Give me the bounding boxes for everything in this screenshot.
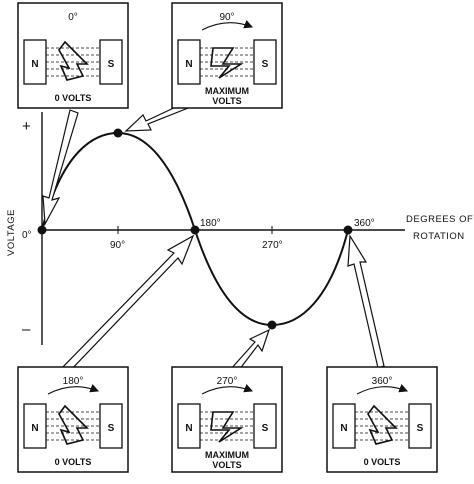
panel-angle-label: 270° — [217, 376, 238, 387]
point-90 — [113, 128, 123, 138]
south-label: S — [262, 423, 269, 434]
pointer-arrow-360 — [347, 234, 385, 369]
armature-coil-icon — [58, 40, 89, 81]
x-axis-title-line1: DEGREES OF — [406, 214, 473, 225]
north-label: N — [185, 423, 192, 434]
rotation-arrow-icon — [47, 384, 100, 395]
north-label: N — [185, 59, 192, 70]
south-label: S — [262, 59, 269, 70]
point-270 — [267, 320, 277, 330]
south-label: S — [108, 423, 115, 434]
south-label: S — [417, 423, 424, 434]
pointer-arrow-180 — [59, 234, 195, 376]
armature-coil-icon — [367, 404, 398, 445]
panel-caption: VOLTS — [212, 460, 241, 470]
panel-caption: 0 VOLTS — [55, 93, 92, 103]
panel-angle-label: 0° — [68, 12, 78, 23]
north-label: N — [340, 423, 347, 434]
panel-caption: 0 VOLTS — [55, 457, 92, 467]
rotation-arrow-icon — [201, 20, 254, 31]
north-label: N — [31, 59, 38, 70]
point-360 — [343, 225, 353, 235]
tick-label-270: 270° — [262, 240, 283, 251]
pointer-arrow-0 — [42, 109, 79, 227]
tick-label-360: 360° — [354, 218, 375, 229]
minus-sign: – — [22, 321, 31, 338]
panel-caption: 0 VOLTS — [364, 457, 401, 467]
armature-coil-icon — [210, 411, 244, 443]
south-pole — [408, 403, 432, 449]
panel-caption: MAXIMUM — [205, 86, 249, 96]
panel-caption: VOLTS — [212, 96, 241, 106]
south-pole — [253, 39, 277, 85]
armature-coil-icon — [58, 404, 89, 445]
armature-coil-icon — [210, 47, 244, 79]
panel-angle-label: 90° — [219, 12, 234, 23]
plus-sign: + — [22, 118, 31, 135]
generator-panel-4: 360° N S 0 VOLTS — [326, 366, 438, 473]
south-pole — [253, 403, 277, 449]
south-label: S — [108, 59, 115, 70]
generator-panel-0: 0° N S 0 VOLTS — [17, 2, 129, 109]
rotation-arrow-icon — [356, 384, 409, 395]
x-axis-title-line2: ROTATION — [413, 231, 465, 242]
panel-caption: MAXIMUM — [205, 450, 249, 460]
panel-angle-label: 180° — [63, 376, 84, 387]
tick-label-90: 90° — [110, 240, 125, 251]
tick-label-180: 180° — [200, 218, 221, 229]
south-pole — [99, 39, 123, 85]
north-label: N — [31, 423, 38, 434]
point-180 — [190, 225, 200, 235]
generator-panel-2: 180° N S 0 VOLTS — [17, 366, 129, 473]
south-pole — [99, 403, 123, 449]
point-0 — [37, 225, 47, 235]
panel-angle-label: 360° — [372, 376, 393, 387]
tick-label-0: 0° — [22, 230, 32, 241]
rotation-arrow-icon — [201, 384, 254, 395]
y-axis-title: VOLTAGE — [6, 209, 17, 256]
